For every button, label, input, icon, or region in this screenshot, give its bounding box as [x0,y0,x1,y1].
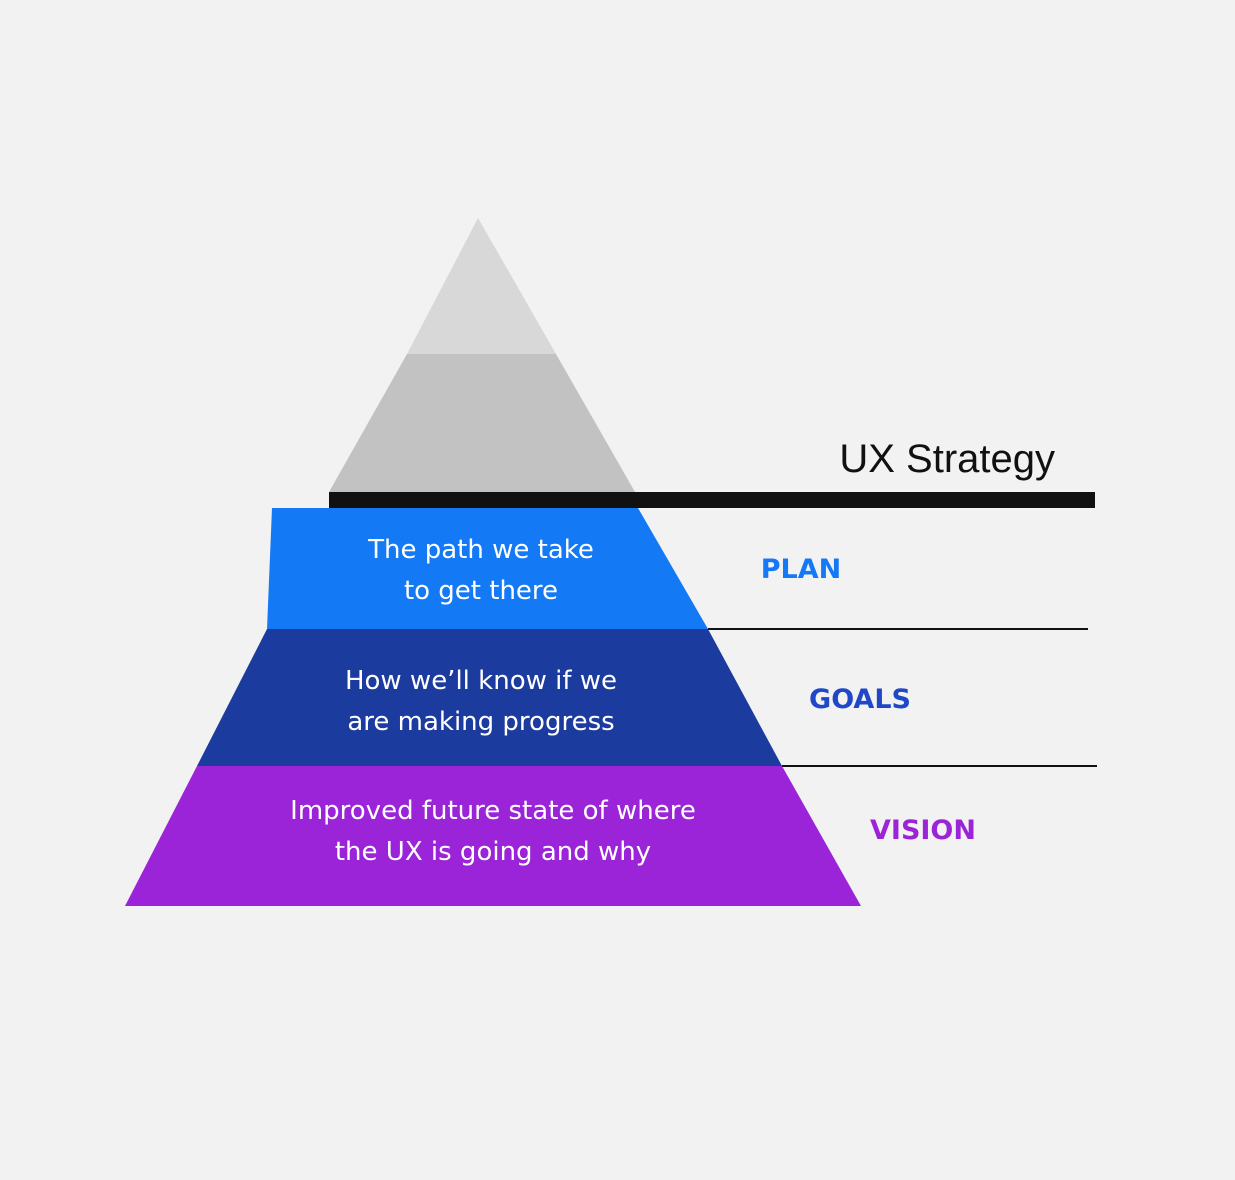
pyramid-second-tier [329,354,635,492]
ux-strategy-title: UX Strategy [839,437,1055,481]
vision-text-line-2: the UX is going and why [335,837,651,867]
plan-label: PLAN [761,554,842,585]
plan-text-line-1: The path we take [367,535,594,565]
goals-text-line-1: How we’ll know if we [345,666,617,696]
goals-text-line-2: are making progress [347,707,614,737]
vision-text-line-1: Improved future state of where [290,796,696,826]
pyramid-top-tier [407,218,556,354]
strategy-divider-bar [329,492,1095,508]
goals-label: GOALS [809,684,911,715]
vision-label: VISION [870,815,976,846]
vision-layer [125,766,861,906]
goals-layer [197,629,782,766]
plan-text-line-2: to get there [404,576,558,606]
plan-layer [267,508,708,629]
